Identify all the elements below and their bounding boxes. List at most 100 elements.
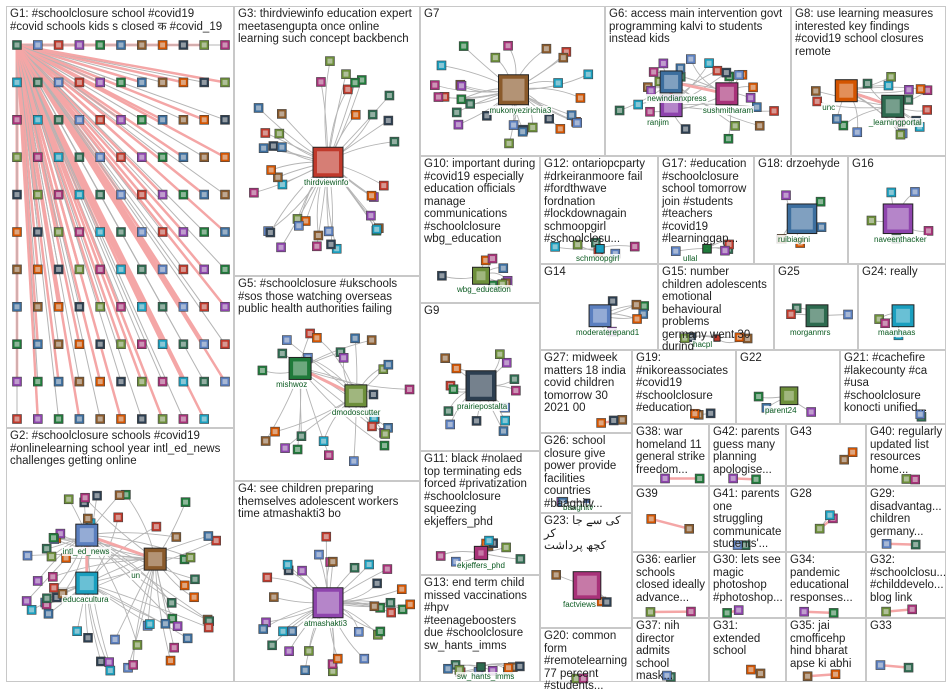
avatar-highlight — [139, 417, 144, 422]
hub-label: naveenthacker — [873, 235, 927, 244]
hub-label: prairiepostalta — [456, 402, 508, 411]
avatar-highlight — [181, 43, 186, 48]
avatar-highlight — [56, 417, 61, 422]
avatar-highlight — [66, 497, 71, 502]
avatar-highlight — [98, 155, 103, 160]
avatar-highlight — [556, 80, 561, 85]
edge — [651, 519, 689, 529]
avatar-highlight — [831, 610, 836, 615]
avatar-highlight — [181, 155, 186, 160]
hub-label: _learningportal — [868, 118, 923, 127]
avatar-highlight — [326, 229, 331, 234]
avatar-highlight — [261, 627, 266, 632]
avatar-highlight — [328, 242, 333, 247]
avatar-highlight — [181, 379, 186, 384]
group-title: G10: important during #covid19 especiall… — [424, 158, 537, 246]
avatar-highlight — [834, 116, 839, 121]
avatar-highlight — [906, 97, 911, 102]
avatar-highlight — [77, 342, 82, 347]
group-panel-g36: G36: earlier schools closed ideally adva… — [632, 552, 709, 618]
avatar-highlight — [436, 95, 441, 100]
avatar-highlight — [511, 123, 516, 128]
group-title: G2: #schoolclosure schools #covid19 #onl… — [10, 430, 231, 468]
avatar-highlight — [688, 609, 693, 614]
avatar-highlight — [544, 46, 549, 51]
avatar-highlight — [223, 43, 228, 48]
avatar-highlight — [56, 43, 61, 48]
avatar-highlight — [277, 131, 282, 136]
avatar-highlight — [119, 155, 124, 160]
avatar-highlight — [846, 312, 851, 317]
hub-label: newindianxpress — [646, 94, 708, 103]
avatar-highlight — [438, 553, 443, 558]
avatar-highlight — [353, 336, 358, 341]
group-title: G36: earlier schools closed ideally adva… — [636, 554, 706, 604]
avatar-highlight — [202, 417, 207, 422]
group-graph-g18 — [755, 157, 849, 265]
avatar-highlight — [119, 267, 124, 272]
avatar-highlight — [56, 230, 61, 235]
group-title: G14 — [544, 266, 655, 279]
hub-label: mukonyezirichia3 — [489, 106, 553, 115]
avatar-highlight — [554, 572, 559, 577]
avatar-highlight — [256, 105, 261, 110]
group-title: G37: nih director admits school mask... — [636, 620, 706, 683]
avatar-highlight — [77, 417, 82, 422]
group-panel-g38: G38: war homeland 11 general strike free… — [632, 424, 709, 486]
group-title: G27: midweek matters 18 india covid chil… — [544, 352, 629, 415]
avatar-highlight — [369, 424, 374, 429]
avatar-highlight — [809, 409, 814, 414]
hub-label: ranjim — [646, 118, 670, 127]
avatar-highlight — [25, 553, 30, 558]
avatar-highlight — [886, 83, 891, 88]
avatar-highlight — [279, 245, 284, 250]
avatar-highlight — [119, 417, 124, 422]
avatar-highlight — [784, 193, 789, 198]
hub-label: un — [130, 571, 141, 580]
group-title: G35: jai cmofficehp hind bharat apse ki … — [790, 620, 863, 670]
avatar-highlight — [374, 227, 379, 232]
avatar-highlight — [15, 417, 20, 422]
avatar-highlight — [642, 303, 647, 308]
group-panel-g29: G29: disadvantag... children germany... — [866, 486, 946, 552]
hub-label: dmodoscutter — [331, 408, 381, 417]
avatar-highlight — [351, 459, 356, 464]
avatar-highlight — [147, 622, 152, 627]
avatar-highlight — [842, 457, 847, 462]
avatar-highlight — [181, 267, 186, 272]
avatar-highlight — [119, 342, 124, 347]
avatar-highlight — [737, 72, 742, 77]
hub-label: ruibiagini — [777, 235, 811, 244]
avatar-highlight — [513, 388, 518, 393]
avatar-highlight — [139, 43, 144, 48]
avatar-highlight — [44, 546, 49, 551]
group-panel-g1: G1: #schoolclosure school #covid19 #covi… — [6, 6, 234, 428]
avatar-highlight — [456, 122, 461, 127]
avatar-highlight — [181, 117, 186, 122]
avatar-highlight — [371, 392, 376, 397]
avatar-highlight — [913, 477, 918, 482]
avatar-highlight — [772, 108, 777, 113]
group-title: G29: disadvantag... children germany... — [870, 488, 943, 538]
avatar-highlight — [163, 621, 168, 626]
avatar-highlight — [77, 379, 82, 384]
avatar-highlight — [160, 80, 165, 85]
avatar-highlight — [578, 95, 583, 100]
avatar-highlight — [389, 610, 394, 615]
avatar-highlight — [368, 213, 373, 218]
avatar-highlight — [160, 417, 165, 422]
group-title: G42: parents guess many planning apologi… — [713, 426, 783, 476]
avatar-highlight — [265, 575, 270, 580]
avatar-highlight — [223, 304, 228, 309]
avatar-highlight — [275, 175, 280, 180]
avatar-highlight — [280, 182, 285, 187]
hub-node-inner — [664, 75, 678, 89]
avatar-highlight — [316, 552, 321, 557]
hub-label: moderaterepand1 — [575, 328, 640, 337]
avatar-highlight — [223, 379, 228, 384]
avatar-highlight — [119, 230, 124, 235]
avatar-highlight — [448, 422, 453, 427]
